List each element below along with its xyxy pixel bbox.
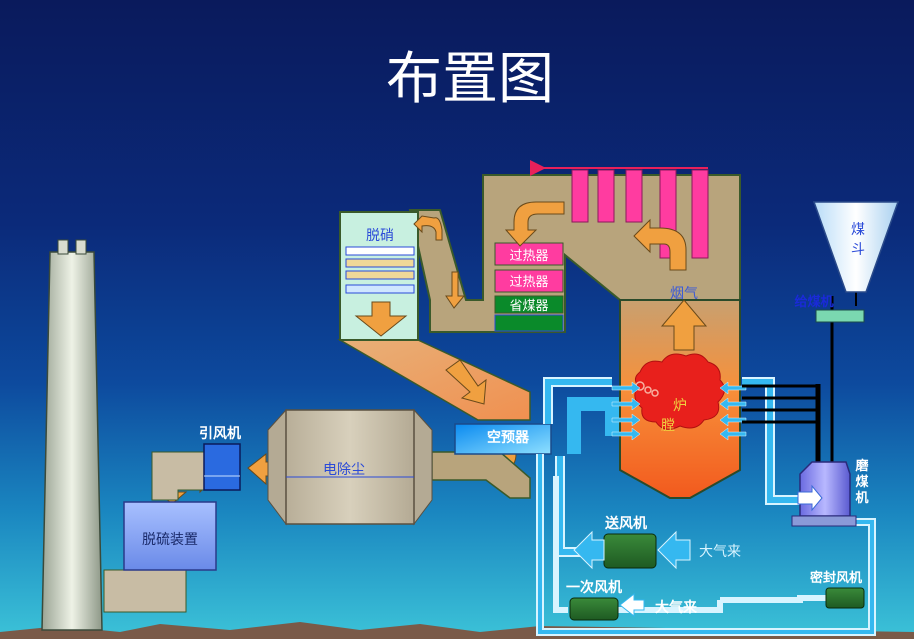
label-fd-fan: 送风机 bbox=[604, 515, 647, 532]
fd-fan-inlet-arrow bbox=[657, 530, 691, 570]
coal-feeder bbox=[815, 309, 865, 323]
denox-catalyst-layer bbox=[345, 284, 415, 294]
economizer-block-2 bbox=[494, 314, 564, 332]
esp-outlet-hood bbox=[267, 408, 287, 526]
label-superheater-2: 过热器 bbox=[509, 275, 548, 290]
label-atmos-1: 大气来 bbox=[699, 544, 741, 560]
furnace-air-inlets bbox=[611, 381, 747, 441]
air-preheater-box bbox=[454, 423, 552, 455]
label-atmos-2: 大气来 bbox=[655, 599, 698, 616]
pa-fan-inlet-arrow bbox=[619, 592, 645, 618]
denox-catalyst-layer bbox=[345, 270, 415, 280]
superheater-block-2 bbox=[494, 269, 564, 293]
label-mill-3: 机 bbox=[855, 490, 868, 506]
primary-air-fan bbox=[569, 597, 619, 621]
coal-mill bbox=[799, 461, 851, 517]
label-seal-fan: 密封风机 bbox=[809, 570, 862, 586]
label-air-preheater: 空预器 bbox=[487, 429, 530, 446]
superheater-tubes bbox=[571, 169, 709, 259]
label-fgd: 脱硫装置 bbox=[142, 532, 198, 548]
flame-bubble bbox=[651, 389, 659, 397]
label-flue-gas: 烟气 bbox=[670, 286, 698, 302]
label-furnace-2: 膛 bbox=[661, 418, 675, 434]
fgd-lower-duct bbox=[103, 569, 187, 613]
economizer-block bbox=[494, 295, 564, 314]
label-id-fan: 引风机 bbox=[199, 425, 241, 442]
induced-draft-fan bbox=[203, 443, 241, 491]
chimney bbox=[41, 251, 103, 631]
fd-fan-outlet-arrow bbox=[573, 530, 605, 570]
label-primary-fan: 一次风机 bbox=[566, 579, 622, 596]
coal-mill-base bbox=[791, 515, 857, 527]
chimney-cap bbox=[57, 239, 69, 255]
forced-draft-fan bbox=[603, 533, 657, 569]
esp-inlet-hood bbox=[413, 408, 433, 526]
denox-catalyst-layer bbox=[345, 246, 415, 256]
label-economizer: 省煤器 bbox=[509, 299, 548, 314]
coal-hopper bbox=[812, 201, 900, 293]
label-coal-hopper-1: 煤 bbox=[851, 222, 865, 238]
seal-air-fan bbox=[825, 587, 865, 609]
aph-duct-lower bbox=[431, 451, 531, 499]
furnace-flame bbox=[634, 353, 725, 430]
denox-catalyst-layer bbox=[345, 258, 415, 268]
label-coal-hopper-2: 斗 bbox=[851, 242, 865, 258]
label-furnace-1: 炉 bbox=[673, 398, 687, 414]
label-denox: 脱硝 bbox=[366, 228, 394, 244]
flue-duct-diagonal bbox=[337, 339, 531, 421]
label-esp: 电除尘 bbox=[323, 462, 365, 478]
label-coal-feeder: 给煤机 bbox=[794, 294, 833, 310]
page-title: 布置图 bbox=[386, 47, 554, 112]
coal-pipes bbox=[742, 292, 857, 462]
flame-bubble bbox=[644, 386, 652, 394]
fgd-unit bbox=[123, 501, 217, 571]
mill-air-arrow bbox=[797, 484, 823, 512]
electrostatic-precipitator bbox=[285, 409, 415, 525]
label-mill-2: 煤 bbox=[855, 474, 868, 490]
id-fan-duct bbox=[151, 451, 205, 501]
label-superheater-1: 过热器 bbox=[509, 249, 548, 264]
chimney-cap bbox=[75, 239, 87, 255]
label-mill-1: 磨 bbox=[855, 458, 868, 474]
superheater-block-1 bbox=[494, 242, 564, 266]
